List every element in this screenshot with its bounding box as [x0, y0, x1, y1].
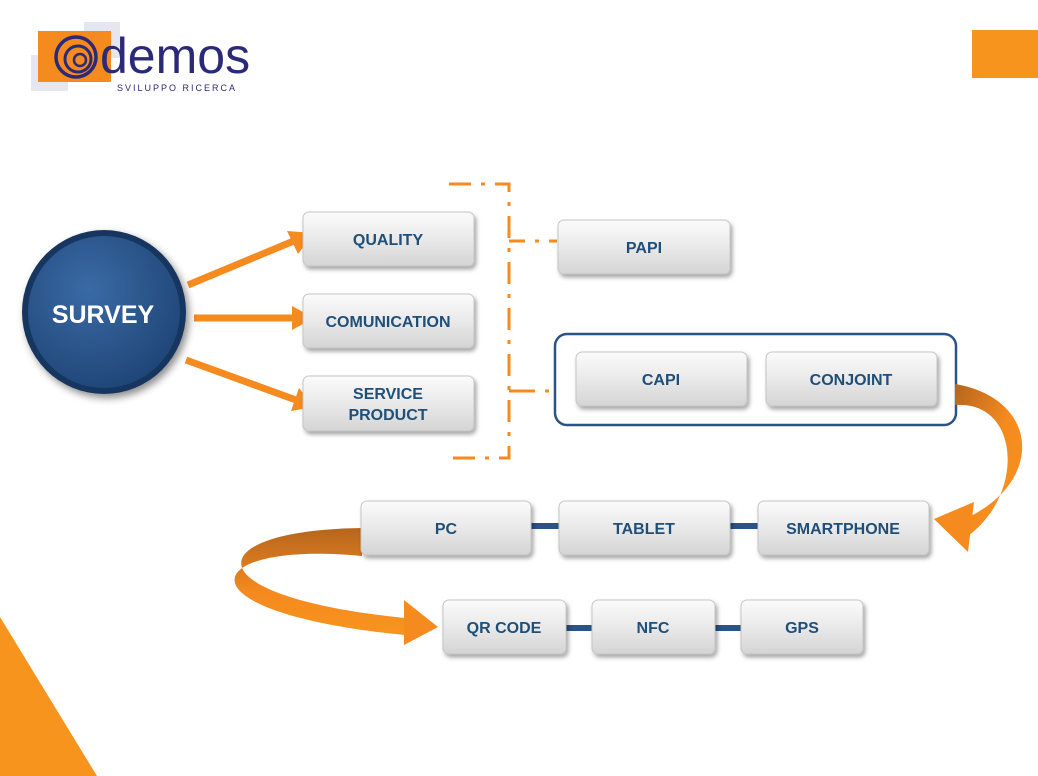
topic-comunication-label: COMUNICATION [325, 314, 450, 331]
survey-label: SURVEY [52, 301, 155, 329]
method-conjoint: CONJOINT [765, 351, 938, 407]
device-smartphone-label: SMARTPHONE [786, 521, 900, 538]
method-papi-label: PAPI [626, 240, 662, 257]
device-pc-label: PC [435, 521, 458, 538]
arrow-to-quality [186, 231, 314, 289]
logo-name: demos [100, 28, 250, 84]
demos-logo: demos SVILUPPO RICERCA [31, 22, 250, 93]
logo-spiral-icon [54, 35, 98, 79]
technology-nfc-label: NFC [637, 620, 670, 637]
method-conjoint-label: CONJOINT [810, 372, 893, 389]
technology-qr-code-label: QR CODE [467, 620, 542, 637]
method-capi-label: CAPI [642, 372, 680, 389]
device-pc: PC [360, 500, 532, 556]
technology-gps-label: GPS [785, 620, 819, 637]
technology-nfc: NFC [591, 599, 716, 655]
corner-accent-square [972, 30, 1038, 78]
method-capi: CAPI [575, 351, 748, 407]
survey-node: SURVEY [22, 230, 186, 394]
technology-qr-code: QR CODE [442, 599, 567, 655]
topic-service-product: SERVICE PRODUCT [302, 375, 475, 432]
corner-accent-triangle [0, 617, 97, 776]
topic-quality-label: QUALITY [353, 232, 424, 249]
arrow-to-service-product [184, 356, 314, 411]
device-tablet-label: TABLET [613, 521, 675, 538]
device-smartphone: SMARTPHONE [757, 500, 930, 556]
survey-arrows [184, 231, 314, 411]
technology-gps: GPS [740, 599, 864, 655]
topic-service-product-label-2: PRODUCT [348, 407, 427, 424]
topic-quality: QUALITY [302, 211, 475, 267]
topic-service-product-label-1: SERVICE [353, 386, 423, 403]
curved-arrow-left [234, 528, 438, 645]
logo-tagline: SVILUPPO RICERCA [117, 83, 237, 93]
arrow-to-comunication [194, 306, 314, 330]
method-papi: PAPI [557, 219, 731, 275]
curved-arrow-right [934, 384, 1023, 552]
topic-comunication: COMUNICATION [302, 293, 475, 349]
dashed-bracket [449, 182, 557, 460]
device-tablet: TABLET [558, 500, 731, 556]
